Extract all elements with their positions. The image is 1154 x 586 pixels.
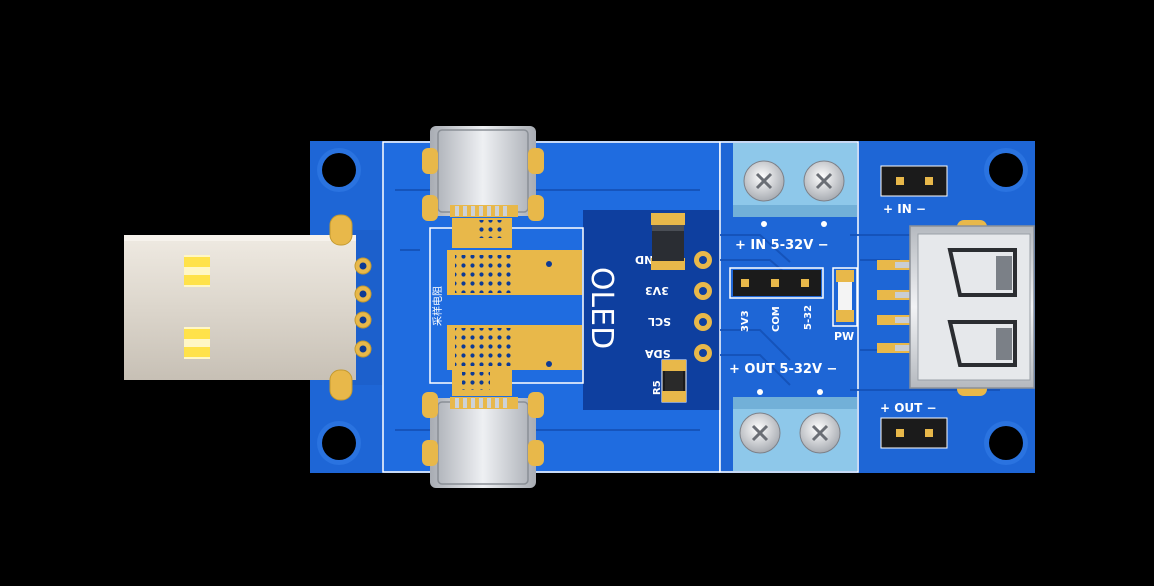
3pin-header: 3V3 COM 5-32 bbox=[729, 267, 824, 332]
oled-header-area: OLED GND 3V3 SCL SDA R5 bbox=[584, 213, 712, 403]
in-terminal-label: + IN 5-32V − bbox=[735, 238, 829, 253]
out-terminal-block: + OUT 5-32V − bbox=[729, 362, 857, 471]
mounting-holes bbox=[317, 148, 1028, 465]
sda-label: SDA bbox=[645, 347, 671, 360]
pw-label: PW bbox=[834, 330, 854, 343]
in-terminal-block: + IN 5-32V − bbox=[733, 143, 857, 253]
out-jumper: + OUT − bbox=[880, 401, 948, 449]
sense-resistor-label: 采样电阻 bbox=[431, 286, 444, 326]
pw-led: PW bbox=[832, 267, 858, 343]
header-com-label: COM bbox=[771, 306, 782, 332]
in-jumper-label: + IN − bbox=[883, 202, 926, 216]
usb-c-bottom bbox=[422, 368, 544, 488]
usb-a-receptacle bbox=[877, 220, 1035, 396]
header-3v3-label: 3V3 bbox=[740, 310, 751, 332]
sense-resistor-area: 采样电阻 bbox=[429, 227, 584, 384]
scl-label: SCL bbox=[648, 315, 671, 328]
out-terminal-label: + OUT 5-32V − bbox=[729, 362, 837, 377]
header-532-label: 5-32 bbox=[803, 305, 814, 330]
3v3-label: 3V3 bbox=[645, 284, 669, 297]
usb-c-top bbox=[422, 126, 544, 248]
r5-label: R5 bbox=[652, 380, 663, 395]
oled-label: OLED bbox=[584, 267, 619, 349]
out-jumper-label: + OUT − bbox=[880, 401, 937, 415]
in-jumper: + IN − bbox=[880, 165, 948, 216]
usb-a-plug bbox=[124, 214, 372, 401]
